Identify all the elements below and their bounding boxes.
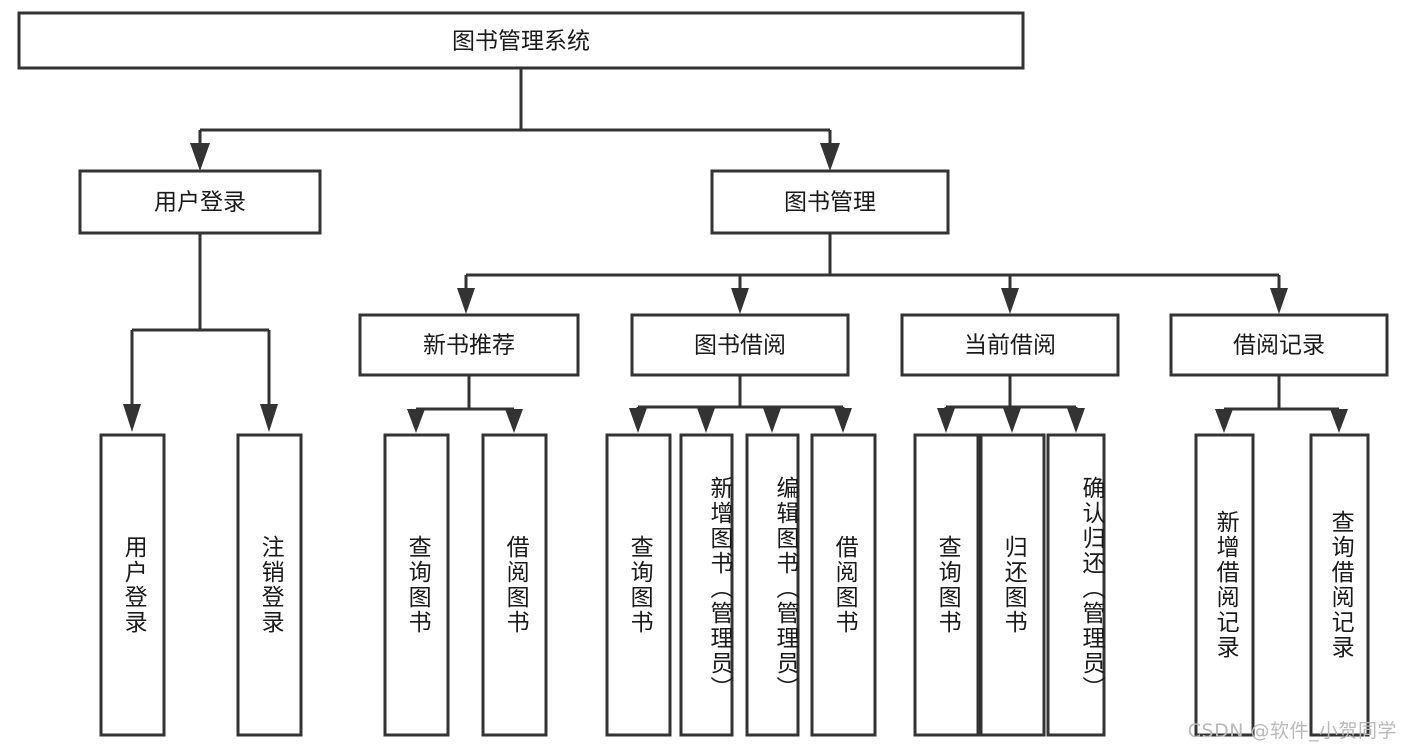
node-current-borrow-label: 当前借阅 [964,333,1056,359]
node-root-box[interactable] [17,11,1025,70]
node-user-login-box[interactable] [78,169,322,235]
arrow-head-book-management [820,143,840,171]
node-new-book-recommend-label: 新书推荐 [423,333,515,359]
arrow-head-leaf-query-record [1330,409,1348,433]
arrow-head-leaf-return-book [1003,408,1021,433]
node-leaf-query-book-rec-box[interactable] [383,433,450,737]
arrow-head-current-borrow [1001,288,1019,314]
node-leaf-return-book-box[interactable] [979,433,1046,737]
arrow-head-leaf-add-record [1215,409,1233,433]
arrow-head-leaf-query-book-current [937,408,955,433]
node-borrow-record-label: 借阅记录 [1233,333,1325,359]
arrow-head-new-book-recommend [457,288,475,314]
node-leaf-query-book-borrow-box[interactable] [605,433,672,737]
node-leaf-user-login-box[interactable] [99,433,166,737]
node-current-borrow[interactable]: 当前借阅 [900,313,1120,377]
node-borrow-record[interactable]: 借阅记录 [1169,313,1389,377]
arrow-head-leaf-user-login [123,404,141,432]
node-new-book-recommend[interactable]: 新书推荐 [358,313,580,377]
node-borrow-record-box[interactable] [1169,313,1389,377]
arrow-head-leaf-query-book-borrow [629,408,647,433]
node-leaf-add-book-admin-box[interactable] [679,433,734,737]
node-book-management[interactable]: 图书管理 [710,169,950,235]
node-leaf-logout-box[interactable] [236,433,303,737]
arrow-head-leaf-edit-book-admin [763,408,781,433]
node-leaf-borrow-book-rec-box[interactable] [481,433,548,737]
arrow-head-borrow-record [1270,288,1288,314]
node-user-login[interactable]: 用户登录 [78,169,322,235]
node-root[interactable]: 图书管理系统 [17,11,1025,70]
arrow-head-leaf-borrow-book [834,408,852,433]
node-book-borrow-label: 图书借阅 [694,333,786,359]
node-leaf-confirm-return-admin-box[interactable] [1046,433,1106,737]
arrow-head-leaf-logout [260,404,278,432]
node-book-management-label: 图书管理 [784,190,876,216]
arrow-head-user-login [190,143,210,171]
node-leaf-borrow-book-box[interactable] [810,433,877,737]
arrow-head-leaf-add-book-admin [697,408,715,433]
node-current-borrow-box[interactable] [900,313,1120,377]
node-leaf-query-record-box[interactable] [1309,433,1370,737]
node-book-borrow[interactable]: 图书借阅 [630,313,850,377]
csdn-watermark: CSDN @软件_小贺同学 [1187,720,1397,742]
node-root-label: 图书管理系统 [452,29,590,55]
node-new-book-recommend-box[interactable] [358,313,580,377]
node-book-borrow-box[interactable] [630,313,850,377]
node-leaf-add-record-box[interactable] [1194,433,1255,737]
arrow-head-leaf-borrow-book-rec [505,409,523,433]
arrow-head-book-borrow [731,288,749,314]
connectors [123,68,1348,433]
node-user-login-label: 用户登录 [154,190,246,216]
arrow-head-leaf-query-book-rec [407,409,425,433]
node-leaf-edit-book-admin-box[interactable] [745,433,800,737]
arrow-head-leaf-confirm-return-admin [1067,408,1085,433]
node-book-management-box[interactable] [710,169,950,235]
node-leaf-query-book-current-box[interactable] [913,433,980,737]
